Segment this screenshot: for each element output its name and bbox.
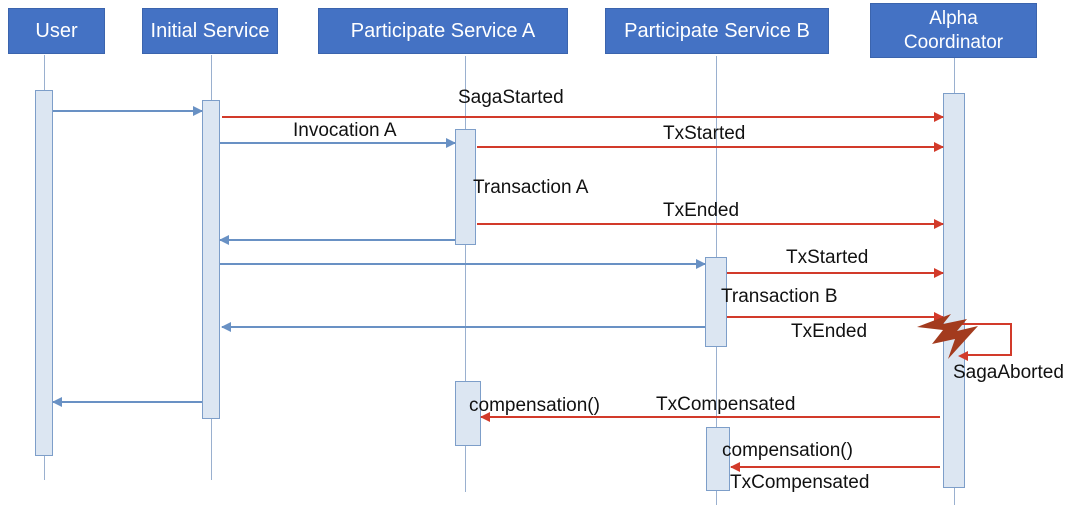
- arrow-return-user: [52, 397, 202, 407]
- actor-participate-service-b-label: Participate Service B: [624, 19, 810, 42]
- arrowhead-icon: [480, 412, 490, 422]
- actor-user: User: [8, 8, 105, 54]
- arrow-saga-started: [222, 112, 944, 122]
- arrowhead-icon: [934, 312, 944, 322]
- arrow-tx-started-b: [727, 268, 944, 278]
- label-transaction-b: Transaction B: [721, 286, 838, 307]
- label-transaction-a: Transaction A: [473, 177, 589, 198]
- arrowhead-icon: [958, 351, 968, 361]
- lightning-bolt-icon: [917, 314, 978, 359]
- label-tx-compensated-a: TxCompensated: [656, 394, 796, 415]
- actor-user-label: User: [35, 19, 78, 42]
- arrow-invocation-b: [220, 259, 706, 269]
- label-tx-ended-b: TxEnded: [791, 321, 868, 342]
- actor-participate-service-a-label: Participate Service A: [350, 19, 536, 42]
- label-saga-aborted: SagaAborted: [953, 362, 1064, 383]
- arrowhead-icon: [696, 259, 706, 269]
- arrowhead-icon: [221, 322, 231, 332]
- arrowhead-icon: [934, 268, 944, 278]
- lifeline-participate-service-a: [465, 56, 466, 492]
- arrowhead-icon: [730, 462, 740, 472]
- arrowhead-icon: [52, 397, 62, 407]
- arrow-tx-ended-a: [477, 219, 944, 229]
- arrowhead-icon: [934, 112, 944, 122]
- arrow-tx-started-a: [477, 142, 944, 152]
- actor-alpha-coordinator-label: Alpha Coordinator: [903, 7, 1004, 53]
- label-tx-started-b: TxStarted: [786, 247, 869, 268]
- activation-user: [35, 90, 53, 456]
- arrowhead-icon: [934, 219, 944, 229]
- label-invocation-a: Invocation A: [293, 120, 397, 141]
- activation-alpha-coordinator: [943, 93, 965, 488]
- actor-participate-service-a: Participate Service A: [318, 8, 568, 54]
- actor-alpha-coordinator: Alpha Coordinator: [870, 3, 1037, 58]
- label-tx-compensated-b: TxCompensated: [730, 472, 870, 493]
- label-compensation-b: compensation(): [722, 440, 853, 461]
- arrow-return-a: [219, 235, 455, 245]
- arrowhead-icon: [934, 142, 944, 152]
- saga-aborted-self-loop: [958, 323, 1012, 361]
- arrow-tx-compensated-a: [480, 412, 940, 422]
- activation-initial-service: [202, 100, 220, 419]
- arrow-return-b: [221, 322, 705, 332]
- arrowhead-icon: [193, 106, 203, 116]
- arrow-invocation-a: [220, 138, 456, 148]
- label-tx-started-a: TxStarted: [663, 123, 746, 144]
- arrow-tx-compensated-b: [730, 462, 940, 472]
- label-saga-started: SagaStarted: [458, 87, 564, 108]
- label-compensation-a: compensation(): [469, 395, 600, 416]
- arrowhead-icon: [219, 235, 229, 245]
- activation-service-a-transaction: [455, 129, 476, 245]
- activation-service-b-transaction: [705, 257, 727, 347]
- arrowhead-icon: [446, 138, 456, 148]
- arrow-user-request: [53, 106, 203, 116]
- arrow-tx-ended-b: [727, 312, 944, 322]
- activation-service-b-compensation: [706, 427, 730, 491]
- actor-participate-service-b: Participate Service B: [605, 8, 829, 54]
- actor-initial-service-label: Initial Service: [150, 19, 270, 42]
- actor-initial-service: Initial Service: [142, 8, 278, 54]
- label-tx-ended-a: TxEnded: [663, 200, 740, 221]
